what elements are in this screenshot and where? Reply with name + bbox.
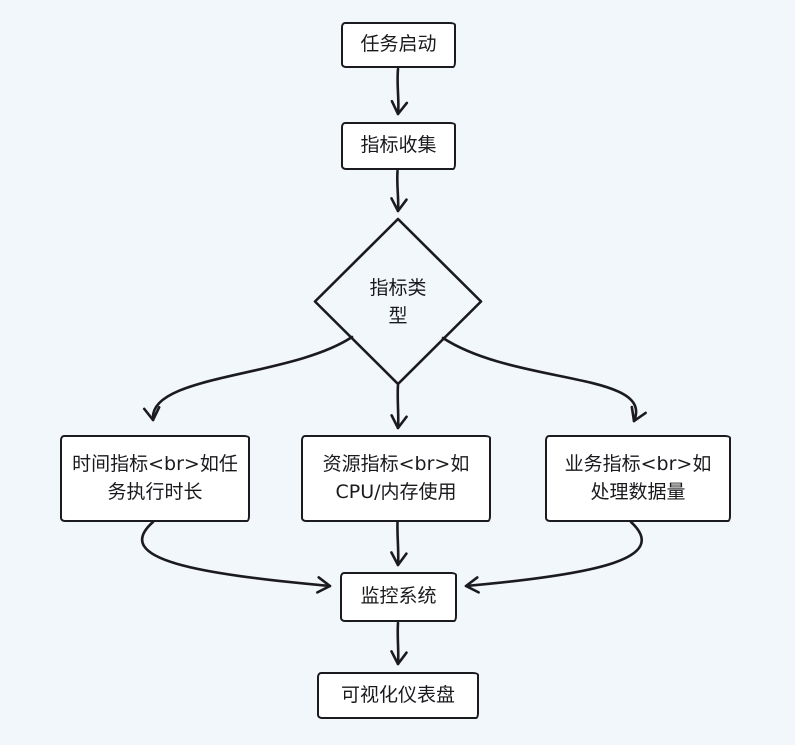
node-dashboard: 可视化仪表盘: [317, 672, 479, 719]
edge-start-to-collect: [390, 67, 409, 116]
edge-metric-type-to-resource: [390, 383, 408, 430]
node-dashboard-label: 可视化仪表盘: [340, 683, 455, 706]
node-metric-type-label: 指标类型: [369, 276, 427, 328]
node-metric-collect: 指标收集: [341, 122, 456, 170]
node-task-start: 任务启动: [341, 22, 456, 68]
edge-collect-to-metric-type: [390, 169, 408, 213]
edge-monitor-to-dashboard: [390, 621, 408, 666]
edge-metric-type-to-time: [142, 335, 354, 422]
edge-business-to-monitor: [464, 520, 643, 594]
node-metric-type: 指标类型: [363, 262, 433, 342]
edge-resource-to-monitor: [390, 520, 408, 567]
node-resource-metric: 资源指标<br>如CPU/内存使用: [301, 435, 491, 522]
node-business-metric: 业务指标<br>如处理数据量: [545, 435, 731, 522]
node-time-metric-label: 时间指标<br>如任务执行时长: [72, 452, 238, 503]
node-business-metric-label: 业务指标<br>如处理数据量: [564, 452, 712, 503]
node-resource-metric-label: 资源指标<br>如CPU/内存使用: [322, 452, 470, 503]
node-time-metric: 时间指标<br>如任务执行时长: [60, 435, 250, 522]
node-task-start-label: 任务启动: [360, 33, 437, 56]
edge-time-to-monitor: [140, 520, 332, 594]
node-metric-collect-label: 指标收集: [360, 134, 437, 157]
node-monitor-system-label: 监控系统: [360, 585, 437, 608]
edge-metric-type-to-business: [441, 336, 647, 423]
node-monitor-system: 监控系统: [340, 572, 457, 622]
